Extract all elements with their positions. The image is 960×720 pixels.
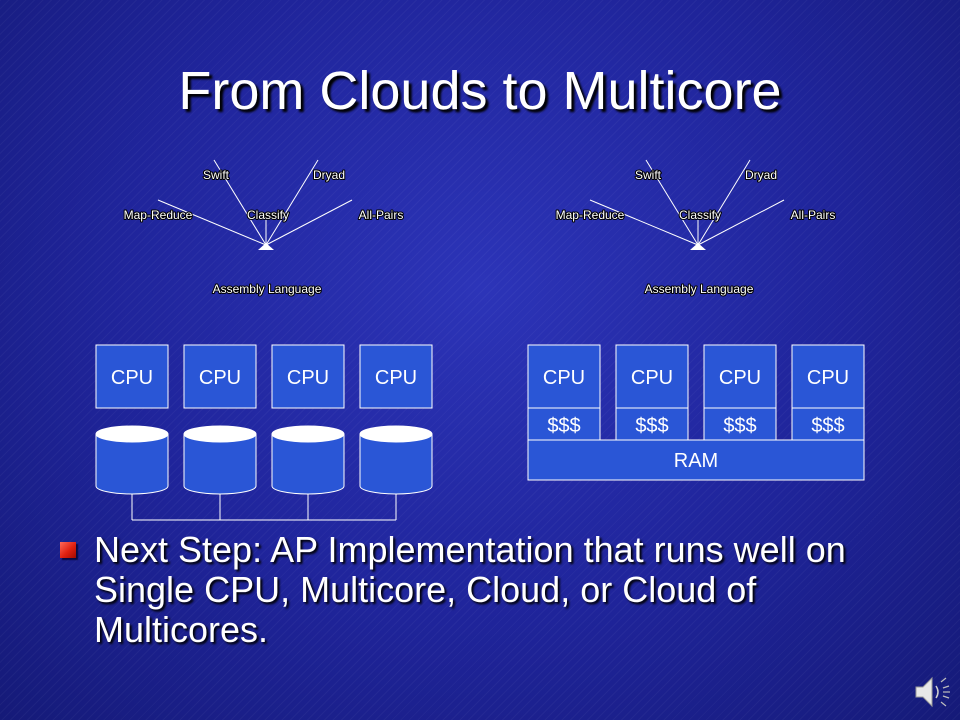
disk-bus-lines xyxy=(131,494,397,521)
cpu-label: CPU xyxy=(287,367,329,389)
disk-icon xyxy=(95,425,169,495)
disk-icon xyxy=(271,425,345,495)
cache-box xyxy=(791,407,865,441)
ram-box xyxy=(527,439,865,481)
base-label-assembly: Assembly Language xyxy=(645,282,754,296)
fan-label-map-reduce: Map-Reduce xyxy=(556,208,625,222)
cpu-box xyxy=(791,344,865,409)
cache-label: $$$ xyxy=(635,415,668,437)
right-fan: Swift Dryad Map-Reduce Classify All-Pair… xyxy=(555,159,836,297)
fan-label-classify: Classify xyxy=(679,208,721,222)
base-label-assembly: Assembly Language xyxy=(213,282,322,296)
fan-label-dryad: Dryad xyxy=(313,168,345,182)
cpu-label: CPU xyxy=(719,367,761,389)
fan-label-all-pairs: All-Pairs xyxy=(359,208,404,222)
left-cpu-row: CPU CPU CPU CPU xyxy=(95,344,433,409)
disk-icon xyxy=(183,425,257,495)
cpu-label: CPU xyxy=(199,367,241,389)
fan-hub-icon xyxy=(258,243,274,250)
disk-icon xyxy=(359,425,433,495)
cache-label: $$$ xyxy=(547,415,580,437)
cpu-label: CPU xyxy=(631,367,673,389)
cpu-box xyxy=(359,344,433,409)
cpu-box xyxy=(615,344,689,409)
cpu-box xyxy=(95,344,169,409)
bullet-text: Next Step: AP Implementation that runs w… xyxy=(94,529,846,650)
bullet-square-icon xyxy=(60,542,76,558)
ram-label: RAM xyxy=(674,450,718,472)
left-fan: Swift Dryad Map-Reduce Classify All-Pair… xyxy=(123,159,404,297)
fan-hub-icon xyxy=(690,243,706,250)
fan-label-map-reduce: Map-Reduce xyxy=(124,208,193,222)
left-disk-row xyxy=(95,425,433,521)
cpu-box xyxy=(271,344,345,409)
cpu-label: CPU xyxy=(543,367,585,389)
slide-title: From Clouds to Multicore xyxy=(178,61,782,121)
cache-box xyxy=(527,407,601,441)
fan-label-dryad: Dryad xyxy=(745,168,777,182)
cpu-box xyxy=(183,344,257,409)
speaker-icon[interactable] xyxy=(912,672,956,712)
fan-label-swift: Swift xyxy=(635,168,662,182)
fan-label-swift: Swift xyxy=(203,168,230,182)
cache-label: $$$ xyxy=(811,415,844,437)
cache-box xyxy=(703,407,777,441)
cpu-label: CPU xyxy=(807,367,849,389)
right-multicore: CPU CPU CPU CPU $$$ $$$ $$$ $$$ RAM xyxy=(527,344,865,481)
fan-label-all-pairs: All-Pairs xyxy=(791,208,836,222)
cpu-label: CPU xyxy=(375,367,417,389)
cpu-box xyxy=(703,344,777,409)
cache-label: $$$ xyxy=(723,415,756,437)
fan-label-classify: Classify xyxy=(247,208,289,222)
cpu-label: CPU xyxy=(111,367,153,389)
